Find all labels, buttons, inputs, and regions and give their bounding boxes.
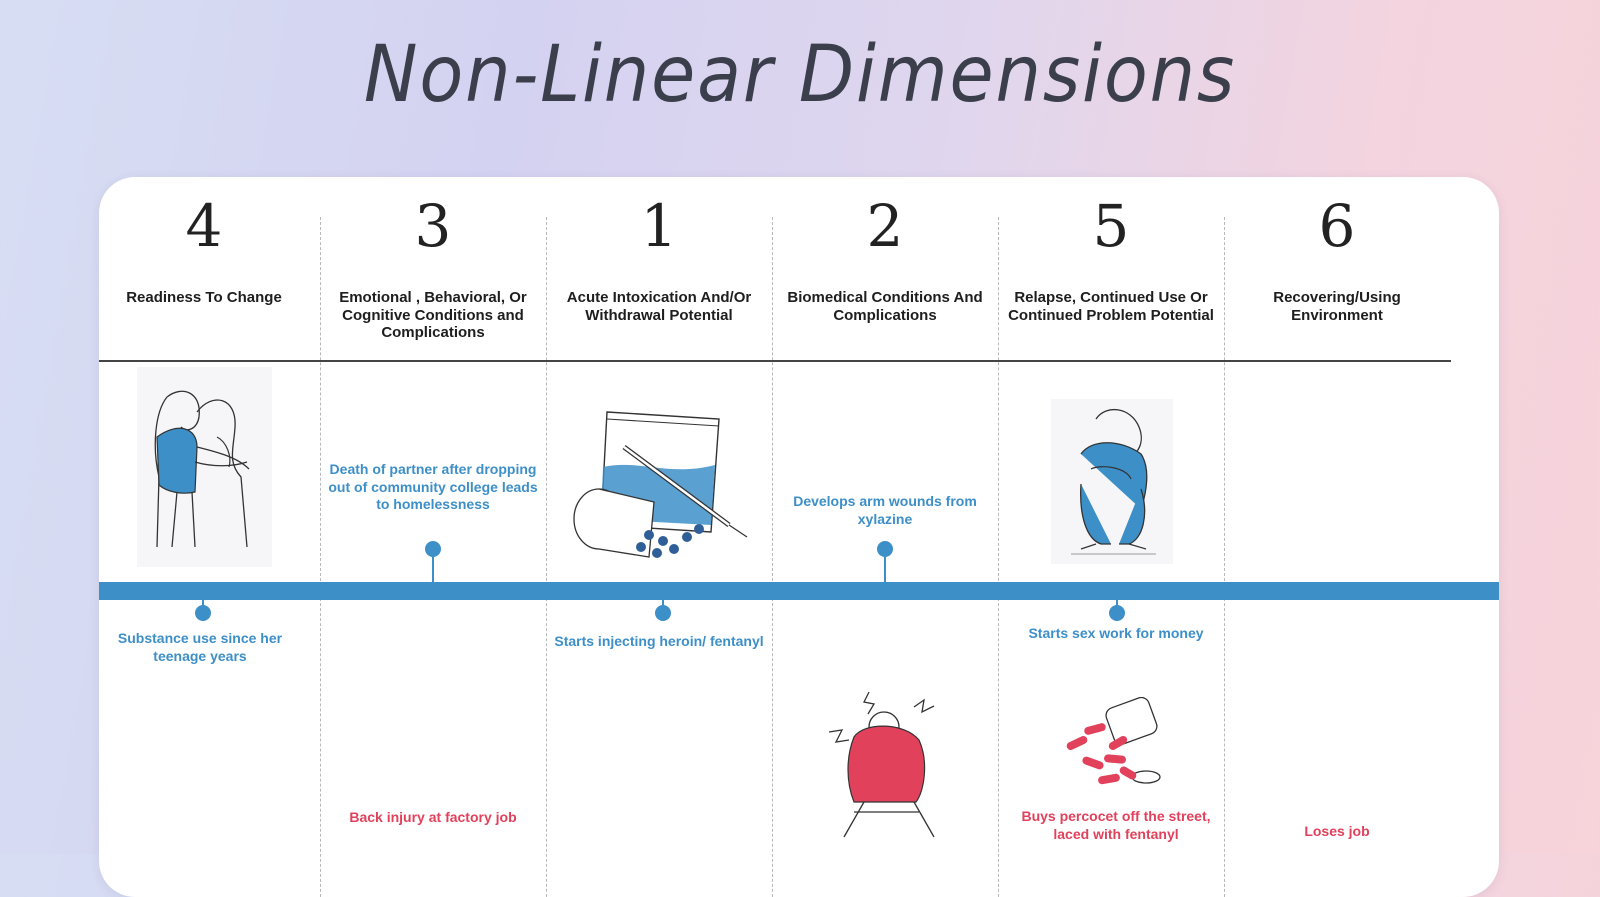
negative-event: Loses job (1304, 823, 1370, 839)
timeline-event-below: Starts injecting heroin/ fentanyl (554, 633, 764, 649)
dimension-number: 6 (1318, 192, 1356, 260)
distressed-person-icon (828, 691, 935, 838)
event-dot (1109, 605, 1125, 621)
column-divider (546, 217, 547, 897)
dimension-title: Emotional , Behavioral, Or Cognitive Con… (339, 289, 527, 341)
timeline-event-above: Develops arm wounds from xylazine (793, 493, 977, 527)
timeline-event-above: Death of partner after dropping out of c… (328, 461, 538, 512)
header-rule (99, 360, 1451, 362)
dimension-number: 3 (414, 192, 452, 260)
page-title: Non-Linear Dimensions (363, 30, 1237, 120)
hugging-figures-icon (137, 367, 272, 567)
dimension-column: 2 Biomedical Conditions And Complication… (772, 177, 998, 324)
dimension-title: Biomedical Conditions And Complications (787, 289, 983, 324)
column-divider (1224, 217, 1225, 897)
negative-event: Buys percocet off the street, laced with… (1021, 808, 1211, 842)
event-stem (884, 552, 886, 582)
dimension-column: 5 Relapse, Continued Use Or Continued Pr… (998, 177, 1224, 324)
dimension-number: 1 (640, 192, 678, 260)
dimension-column: 3 Emotional , Behavioral, Or Cognitive C… (320, 177, 546, 342)
event-dot (425, 541, 441, 557)
timeline-event-below: Starts sex work for money (1028, 625, 1204, 641)
dimension-number: 5 (1092, 192, 1130, 260)
dimensions-timeline-card: 4 Readiness To Change 3 Emotional , Beha… (99, 177, 1499, 897)
event-dot (195, 605, 211, 621)
column-divider (772, 217, 773, 897)
column-divider (320, 217, 321, 897)
dimension-number: 2 (866, 192, 904, 260)
event-dot (655, 605, 671, 621)
column-divider (998, 217, 999, 897)
dimension-title: Recovering/Using Environment (1273, 289, 1401, 324)
negative-event: Back injury at factory job (349, 809, 517, 825)
timeline-bar (99, 582, 1499, 600)
dimension-number: 4 (185, 192, 223, 260)
dimension-column: 4 Readiness To Change (99, 177, 317, 307)
dimension-column: 1 Acute Intoxication And/Or Withdrawal P… (546, 177, 772, 324)
event-dot (877, 541, 893, 557)
huddled-person-icon (1051, 399, 1173, 564)
spilled-pills-icon (1066, 697, 1161, 785)
dimension-title: Acute Intoxication And/Or Withdrawal Pot… (566, 289, 752, 324)
dimension-title: Readiness To Change (126, 289, 282, 306)
event-stem (432, 552, 434, 582)
timeline-event-below: Substance use since her teenage years (117, 630, 283, 664)
drug-bag-syringe-icon (573, 411, 748, 558)
dimension-title: Relapse, Continued Use Or Continued Prob… (1008, 289, 1214, 324)
dimension-column: 6 Recovering/Using Environment (1224, 177, 1450, 324)
